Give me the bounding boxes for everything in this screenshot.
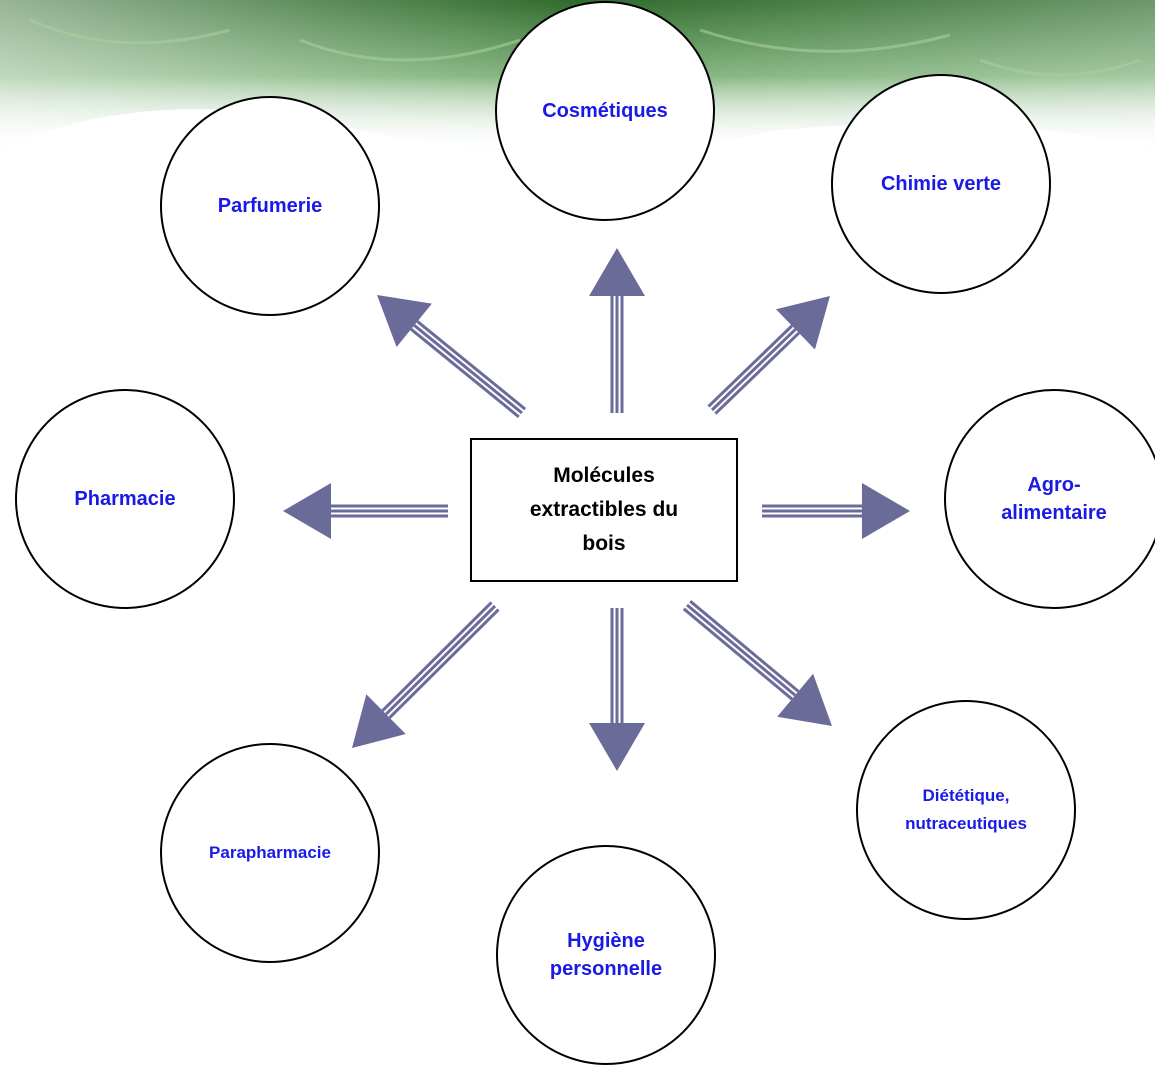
circle-chimie-verte: Chimie verte bbox=[831, 74, 1051, 294]
label-cosmetiques: Cosmétiques bbox=[542, 100, 668, 122]
label-dietetique: Diététique, nutraceutiques bbox=[905, 786, 1027, 833]
arrow-to-hygiene bbox=[589, 608, 645, 771]
center-label: Molécules extractibles du bois bbox=[529, 464, 679, 555]
arrow-to-dietetique bbox=[682, 600, 832, 726]
label-agroalimentaire: Agro- alimentaire bbox=[1001, 474, 1107, 524]
arrow-to-agroalimentaire bbox=[762, 483, 910, 539]
arrow-to-pharmacie bbox=[283, 483, 448, 539]
circle-parfumerie: Parfumerie bbox=[160, 96, 380, 316]
label-parapharmacie: Parapharmacie bbox=[209, 843, 331, 862]
label-parfumerie: Parfumerie bbox=[217, 195, 323, 217]
label-hygiene-personnelle: Hygiène personnelle bbox=[549, 930, 663, 980]
circle-agroalimentaire: Agro- alimentaire bbox=[944, 389, 1155, 609]
arrow-to-parapharmacie bbox=[352, 601, 500, 748]
circle-cosmetiques: Cosmétiques bbox=[495, 1, 715, 221]
arrow-to-chimie-verte bbox=[707, 296, 830, 415]
circle-hygiene-personnelle: Hygiène personnelle bbox=[496, 845, 716, 1065]
arrow-to-parfumerie bbox=[377, 295, 527, 419]
center-box: Molécules extractibles du bois bbox=[470, 438, 738, 582]
circle-dietetique: Diététique, nutraceutiques bbox=[856, 700, 1076, 920]
label-chimie-verte: Chimie verte bbox=[880, 173, 1002, 195]
arrow-to-cosmetiques bbox=[589, 248, 645, 413]
circle-parapharmacie: Parapharmacie bbox=[160, 743, 380, 963]
label-pharmacie: Pharmacie bbox=[74, 488, 176, 510]
circle-pharmacie: Pharmacie bbox=[15, 389, 235, 609]
